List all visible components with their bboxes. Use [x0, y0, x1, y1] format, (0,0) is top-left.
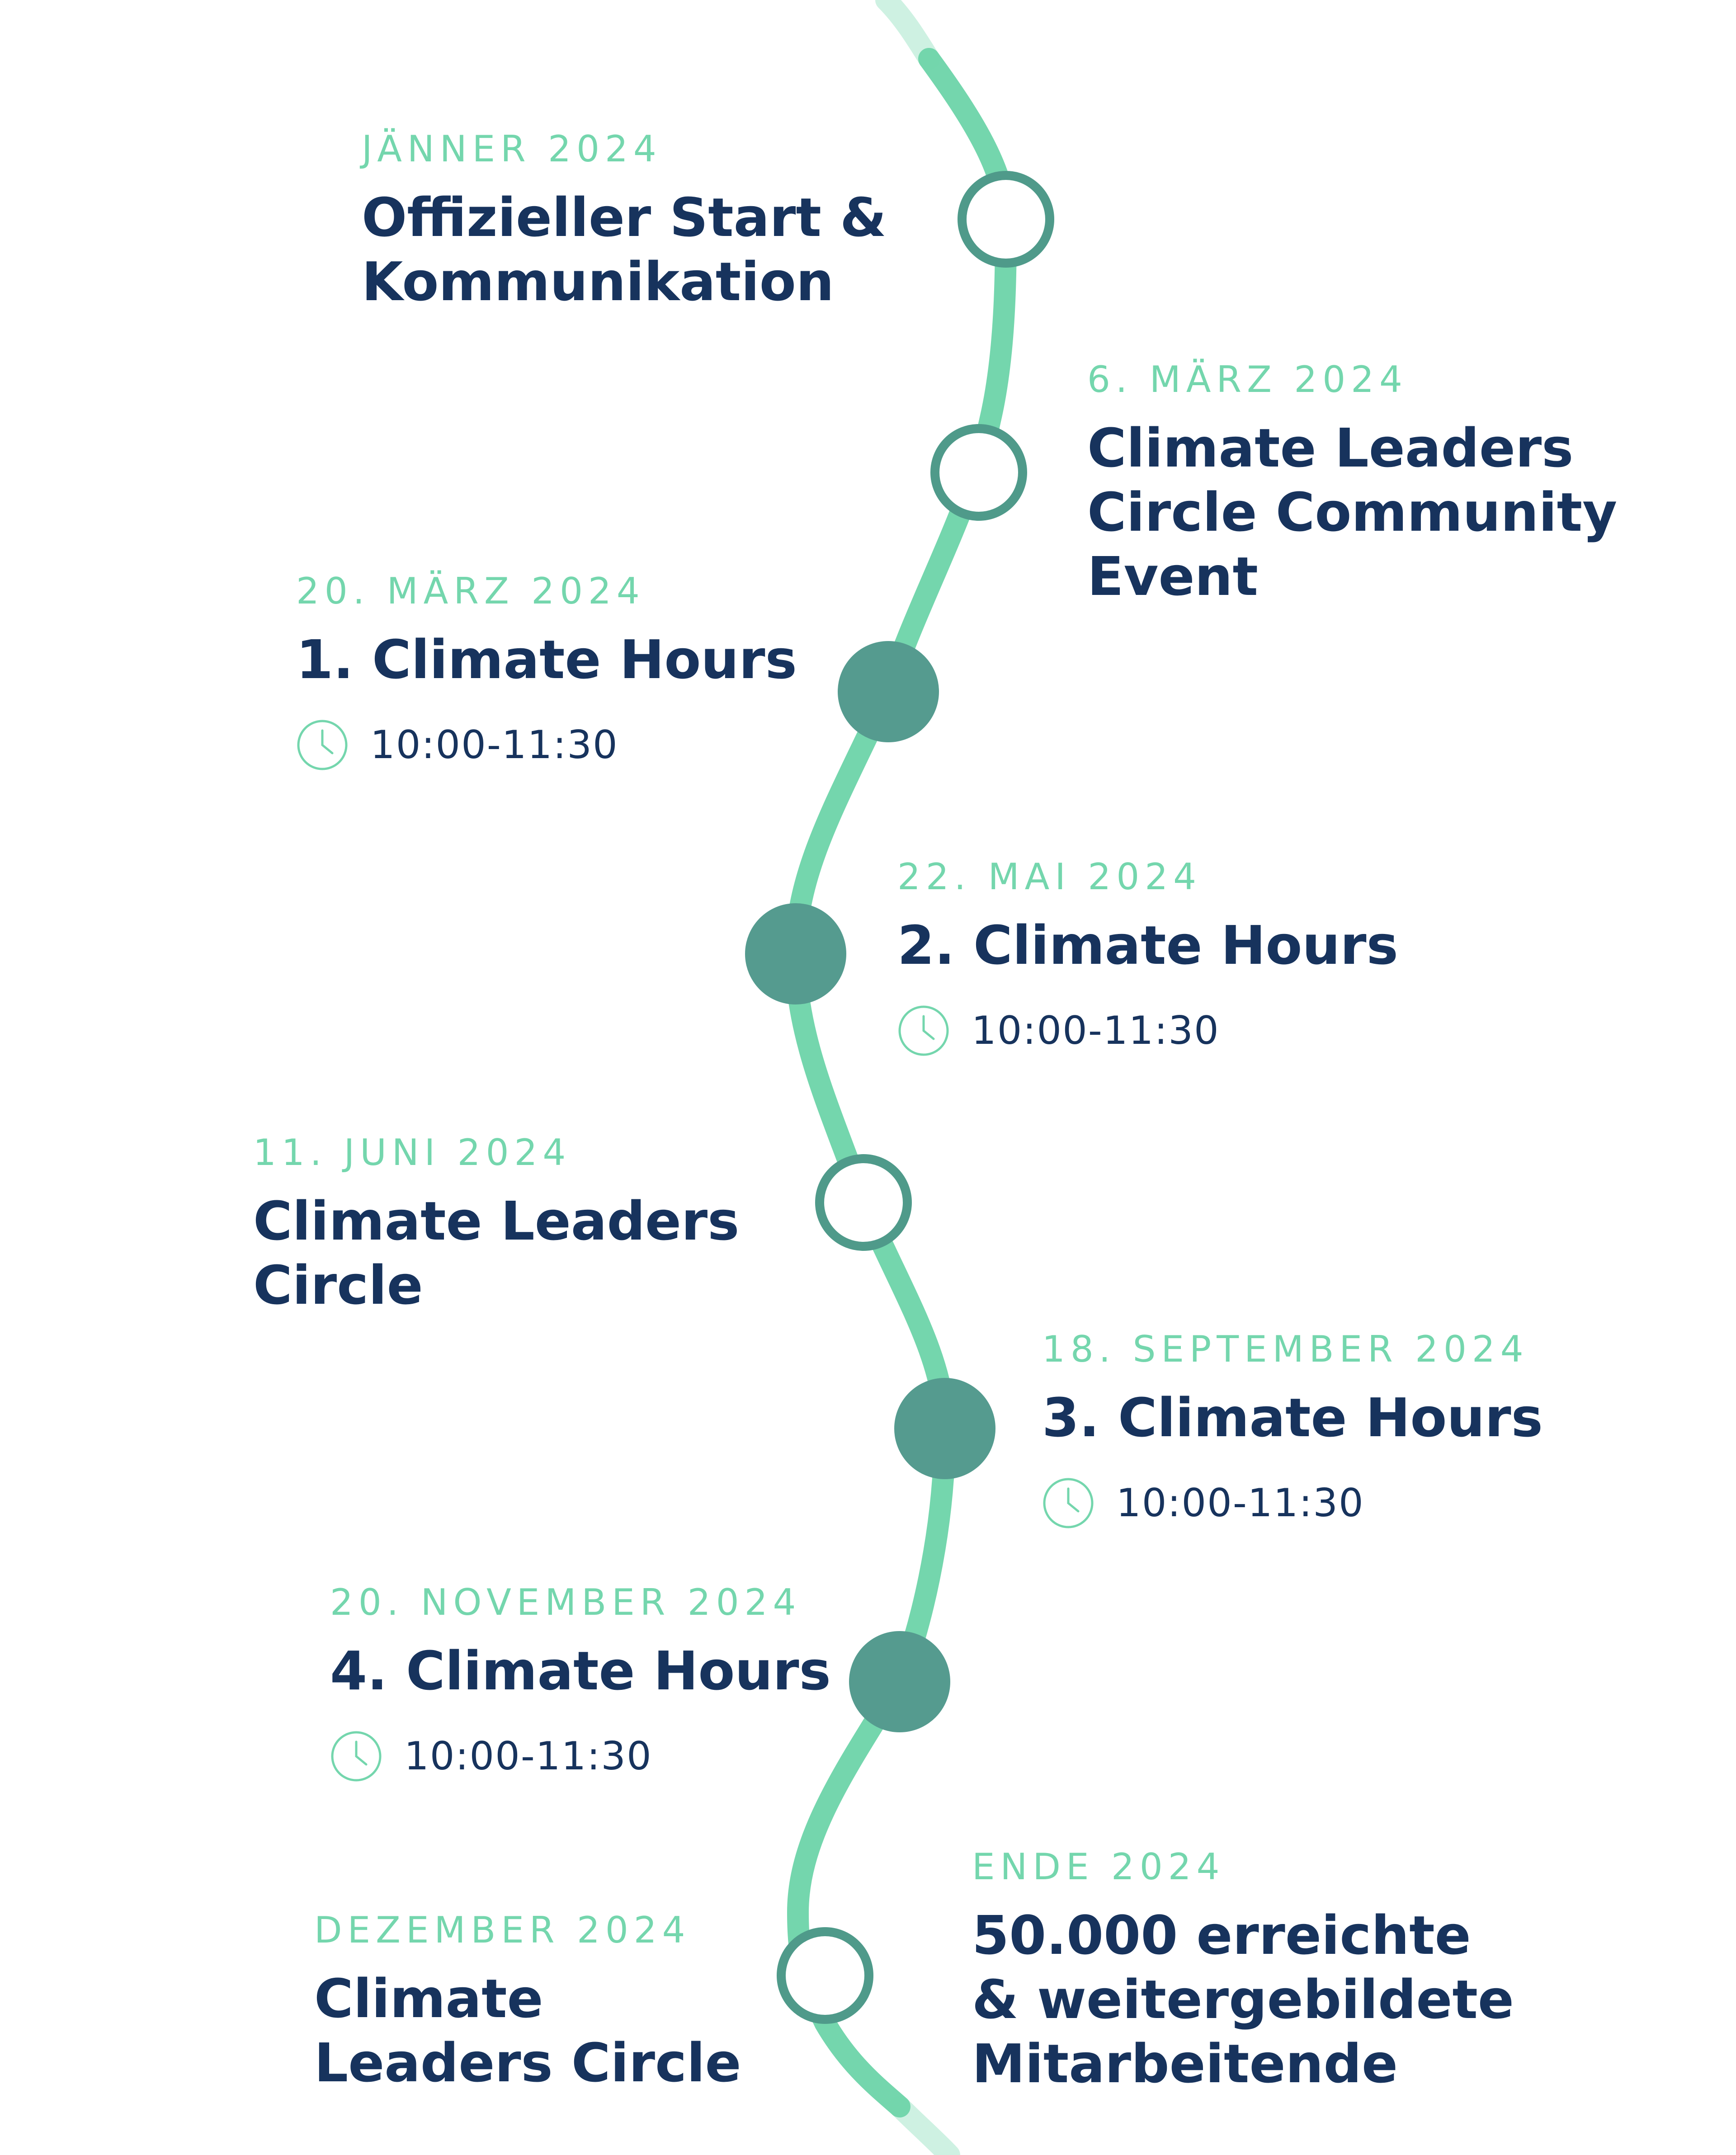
event-title-line: 3. Climate Hours	[1042, 1386, 1543, 1449]
event-title: Climate Leaders Circle Community Event	[1087, 416, 1617, 608]
event-title-line: Event	[1087, 545, 1258, 608]
event-date: DEZEMBER 2024	[314, 1909, 691, 1951]
event-time: 10:00-11:30	[972, 1008, 1220, 1053]
milestone-marker-open	[958, 171, 1054, 268]
event-title: Climate Leaders Circle	[253, 1189, 739, 1317]
event-title-line: 1. Climate Hours	[296, 628, 797, 691]
milestone-marker-open	[930, 424, 1027, 521]
timeline-line	[784, 0, 1017, 2155]
event-item: 20. MÄRZ 2024 1. Climate Hours 10:00-11:…	[296, 573, 797, 771]
event-title-line: Offizieller Start &	[362, 186, 887, 249]
timeline-fade-bottom	[889, 2096, 960, 2155]
milestone-markers	[745, 171, 1054, 2024]
event-item: JÄNNER 2024 Offizieller Start & Kommunik…	[362, 131, 887, 314]
event-title: Climate Leaders Circle	[314, 1966, 741, 2095]
event-date: 22. MAI 2024	[897, 856, 1202, 898]
event-date: 18. SEPTEMBER 2024	[1042, 1328, 1529, 1370]
event-title-line: Climate	[314, 1967, 543, 2030]
milestone-marker-filled	[745, 903, 846, 1004]
event-date: 20. MÄRZ 2024	[296, 570, 645, 612]
event-time-row: 10:00-11:30	[330, 1730, 831, 1782]
milestone-marker-open	[815, 1154, 912, 1251]
event-title-line: 4. Climate Hours	[330, 1640, 831, 1702]
event-title-line: 2. Climate Hours	[897, 914, 1398, 976]
event-time-row: 10:00-11:30	[897, 1004, 1398, 1057]
event-title-line: Circle	[253, 1254, 423, 1316]
event-date: 20. NOVEMBER 2024	[330, 1581, 802, 1623]
event-title: 3. Climate Hours	[1042, 1386, 1543, 1450]
clock-icon	[297, 720, 348, 770]
timeline-path	[784, 48, 1017, 2117]
event-title-line: Mitarbeitende	[972, 2032, 1398, 2095]
event-time-row: 10:00-11:30	[296, 719, 797, 771]
event-time: 10:00-11:30	[1116, 1481, 1364, 1526]
event-title-line: Leaders Circle	[314, 2032, 741, 2094]
event-item: ENDE 2024 50.000 erreichte & weitergebil…	[972, 1849, 1514, 2096]
event-item: DEZEMBER 2024 Climate Leaders Circle	[314, 1912, 741, 2095]
milestone-marker-filled	[894, 1378, 995, 1479]
timeline-fade-top	[875, 0, 940, 70]
event-date: 6. MÄRZ 2024	[1087, 358, 1408, 401]
event-item: 20. NOVEMBER 2024 4. Climate Hours 10:00…	[330, 1584, 831, 1782]
event-item: 6. MÄRZ 2024 Climate Leaders Circle Comm…	[1087, 362, 1617, 608]
clock-icon	[331, 1731, 382, 1782]
event-title-line: Climate Leaders	[1087, 417, 1574, 479]
event-item: 22. MAI 2024 2. Climate Hours 10:00-11:3…	[897, 859, 1398, 1057]
event-time: 10:00-11:30	[370, 722, 618, 768]
clock-icon	[898, 1005, 949, 1056]
event-title-line: Kommunikation	[362, 250, 834, 313]
event-title: 4. Climate Hours	[330, 1639, 831, 1703]
clock-icon	[1043, 1478, 1094, 1528]
event-date: JÄNNER 2024	[362, 128, 662, 170]
event-date: ENDE 2024	[972, 1846, 1225, 1888]
event-time: 10:00-11:30	[404, 1734, 652, 1779]
event-title: 1. Climate Hours	[296, 627, 797, 692]
event-title-line: & weitergebildete	[972, 1968, 1514, 2031]
event-title: 2. Climate Hours	[897, 913, 1398, 977]
event-title-line: Circle Community	[1087, 481, 1618, 543]
event-title: 50.000 erreichte & weitergebildete Mitar…	[972, 1903, 1514, 2096]
event-time-row: 10:00-11:30	[1042, 1477, 1543, 1529]
event-title-line: Climate Leaders	[253, 1190, 740, 1252]
event-date: 11. JUNI 2024	[253, 1132, 571, 1174]
event-title: Offizieller Start & Kommunikation	[362, 185, 887, 314]
milestone-marker-open	[777, 1927, 873, 2024]
milestone-marker-filled	[849, 1631, 950, 1732]
event-item: 11. JUNI 2024 Climate Leaders Circle	[253, 1135, 739, 1317]
event-title-line: 50.000 erreichte	[972, 1904, 1471, 1966]
milestone-marker-filled	[838, 641, 939, 742]
event-item: 18. SEPTEMBER 2024 3. Climate Hours 10:0…	[1042, 1331, 1543, 1529]
